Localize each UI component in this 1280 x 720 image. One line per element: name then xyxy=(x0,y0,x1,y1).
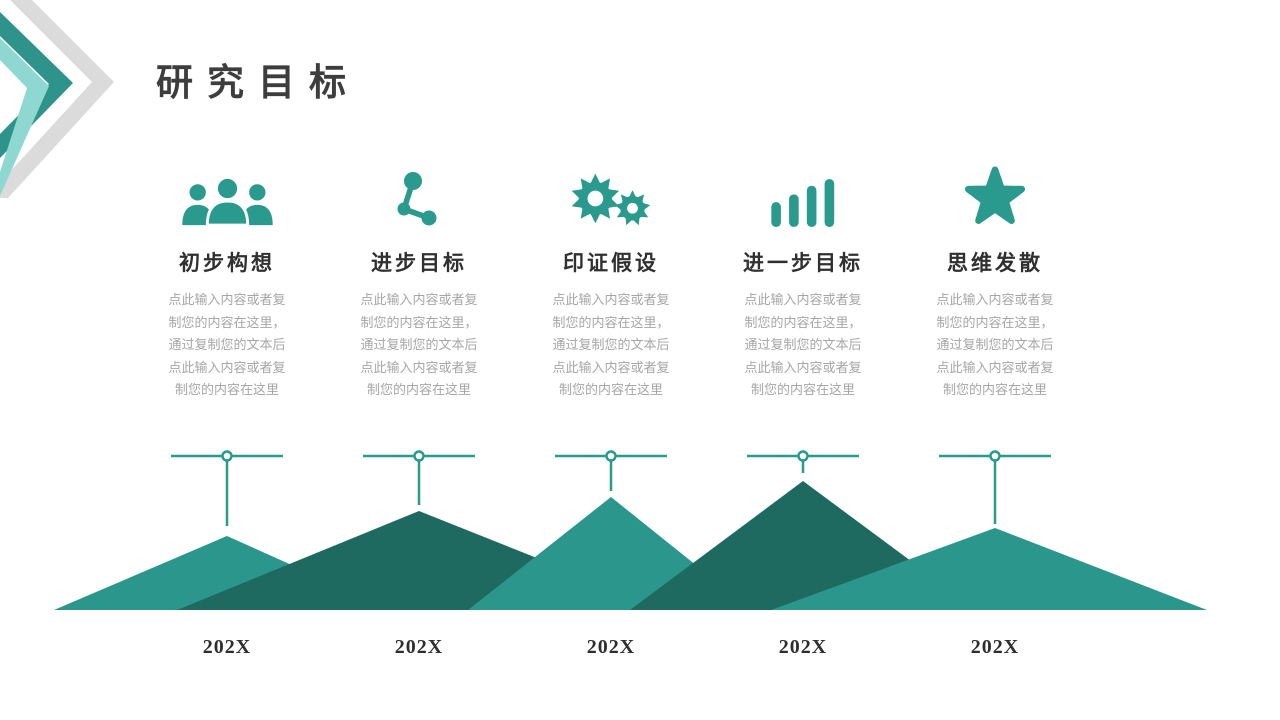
corner-chevrons-icon xyxy=(0,0,114,198)
chevron-mint xyxy=(0,38,49,196)
timeline-year-label: 202X xyxy=(202,636,252,658)
timeline-year-label: 202X xyxy=(394,636,444,658)
timeline-year-label: 202X xyxy=(778,636,828,658)
column-initial-concept: 初步构想 点此输入内容或者复 制您的内容在这里， 通过复制您的文本后 点此输入内… xyxy=(131,163,323,402)
columns-row: 初步构想 点此输入内容或者复 制您的内容在这里， 通过复制您的文本后 点此输入内… xyxy=(131,163,1091,402)
column-further-goal: 进一步目标 点此输入内容或者复 制您的内容在这里， 通过复制您的文本后 点此输入… xyxy=(707,163,899,402)
timeline-year-label: 202X xyxy=(970,636,1020,658)
column-heading: 进一步目标 xyxy=(743,251,863,275)
share-icon xyxy=(323,163,515,227)
timeline-connector xyxy=(363,450,475,505)
timeline-connector xyxy=(171,450,283,526)
column-heading: 进步目标 xyxy=(371,251,467,275)
people-group-icon xyxy=(131,163,323,227)
column-body: 点此输入内容或者复 制您的内容在这里， 通过复制您的文本后 点此输入内容或者复 … xyxy=(360,292,478,397)
mountain-timeline-graphic xyxy=(54,450,1207,610)
page-title: 研究目标 xyxy=(156,63,360,104)
gears-icon xyxy=(515,163,707,227)
column-heading: 思维发散 xyxy=(947,251,1043,275)
column-body: 点此输入内容或者复 制您的内容在这里， 通过复制您的文本后 点此输入内容或者复 … xyxy=(168,292,286,397)
column-body: 点此输入内容或者复 制您的内容在这里， 通过复制您的文本后 点此输入内容或者复 … xyxy=(552,292,670,397)
timeline-connector xyxy=(939,450,1051,524)
star-icon xyxy=(899,163,1091,227)
column-heading: 印证假设 xyxy=(563,251,659,275)
timeline-connector xyxy=(747,450,859,473)
chevron-gray xyxy=(0,0,114,198)
bar-chart-icon xyxy=(707,163,899,227)
column-divergent-thinking: 思维发散 点此输入内容或者复 制您的内容在这里， 通过复制您的文本后 点此输入内… xyxy=(899,163,1091,402)
column-heading: 初步构想 xyxy=(179,251,275,275)
column-body: 点此输入内容或者复 制您的内容在这里， 通过复制您的文本后 点此输入内容或者复 … xyxy=(936,292,1054,397)
timeline-connector xyxy=(555,450,667,491)
timeline-year-label: 202X xyxy=(586,636,636,658)
mountain-5 xyxy=(771,528,1207,610)
column-progress-goal: 进步目标 点此输入内容或者复 制您的内容在这里， 通过复制您的文本后 点此输入内… xyxy=(323,163,515,402)
column-body: 点此输入内容或者复 制您的内容在这里， 通过复制您的文本后 点此输入内容或者复 … xyxy=(744,292,862,397)
column-verify-hypothesis: 印证假设 点此输入内容或者复 制您的内容在这里， 通过复制您的文本后 点此输入内… xyxy=(515,163,707,402)
timeline-years-row: 202X 202X 202X 202X 202X xyxy=(0,636,1280,666)
